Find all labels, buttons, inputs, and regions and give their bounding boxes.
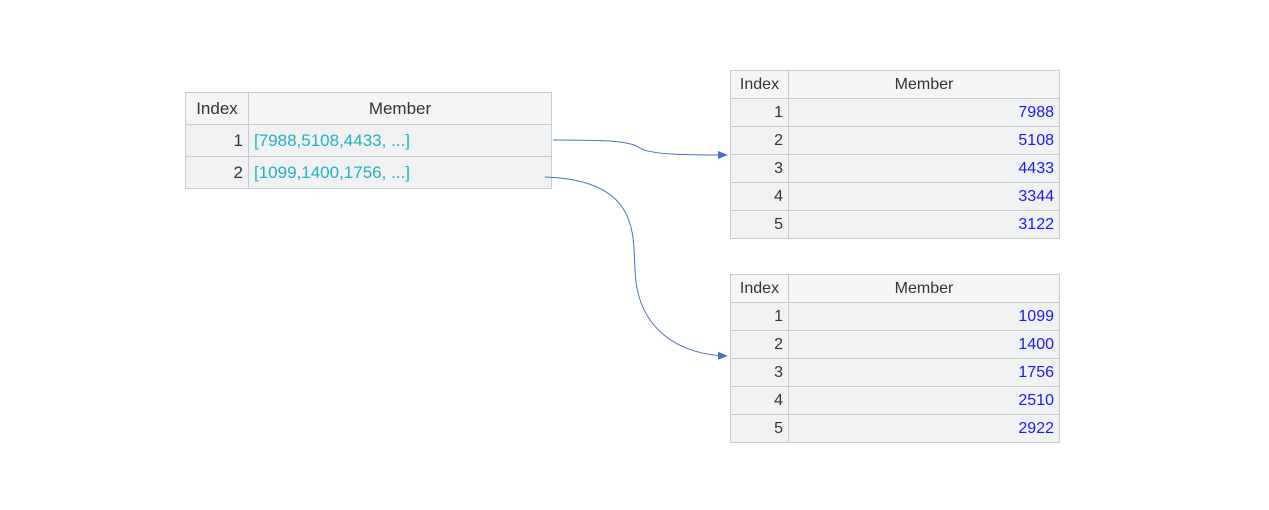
- expanded-table-1: Index Member 1 7988 2 5108 3 4433 4 3344…: [730, 70, 1060, 239]
- table-row[interactable]: 2 5108: [730, 126, 1060, 155]
- member-value-cell[interactable]: 7988: [788, 98, 1060, 127]
- member-value-cell[interactable]: 5108: [788, 126, 1060, 155]
- table-row[interactable]: 5 2922: [730, 414, 1060, 443]
- index-cell[interactable]: 3: [730, 154, 789, 183]
- member-value-cell[interactable]: 3122: [788, 210, 1060, 239]
- arrow-row1-to-table1: [552, 139, 728, 159]
- index-cell[interactable]: 4: [730, 386, 789, 415]
- column-header-index[interactable]: Index: [730, 70, 789, 99]
- index-cell[interactable]: 2: [730, 330, 789, 359]
- main-table: Index Member 1 [7988,5108,4433, ...] 2 […: [185, 92, 552, 189]
- header-row: Index Member: [730, 70, 1060, 99]
- member-value-cell[interactable]: 1099: [788, 302, 1060, 331]
- table-row[interactable]: 1 7988: [730, 98, 1060, 127]
- expanded-table-2: Index Member 1 1099 2 1400 3 1756 4 2510…: [730, 274, 1060, 443]
- header-row: Index Member: [185, 92, 552, 125]
- table-row[interactable]: 4 3344: [730, 182, 1060, 211]
- member-sequence-cell[interactable]: [1099,1400,1756, ...]: [248, 156, 552, 189]
- member-value-cell[interactable]: 2922: [788, 414, 1060, 443]
- table-row[interactable]: 3 4433: [730, 154, 1060, 183]
- member-value-cell[interactable]: 3344: [788, 182, 1060, 211]
- table-row[interactable]: 1 [7988,5108,4433, ...]: [185, 124, 552, 157]
- column-header-member[interactable]: Member: [248, 92, 552, 125]
- index-cell[interactable]: 2: [185, 156, 249, 189]
- column-header-member[interactable]: Member: [788, 70, 1060, 99]
- index-cell[interactable]: 5: [730, 414, 789, 443]
- member-value-cell[interactable]: 4433: [788, 154, 1060, 183]
- index-cell[interactable]: 5: [730, 210, 789, 239]
- column-header-index[interactable]: Index: [185, 92, 249, 125]
- arrow-row2-to-table2: [544, 176, 728, 360]
- table-row[interactable]: 2 [1099,1400,1756, ...]: [185, 156, 552, 189]
- table-row[interactable]: 5 3122: [730, 210, 1060, 239]
